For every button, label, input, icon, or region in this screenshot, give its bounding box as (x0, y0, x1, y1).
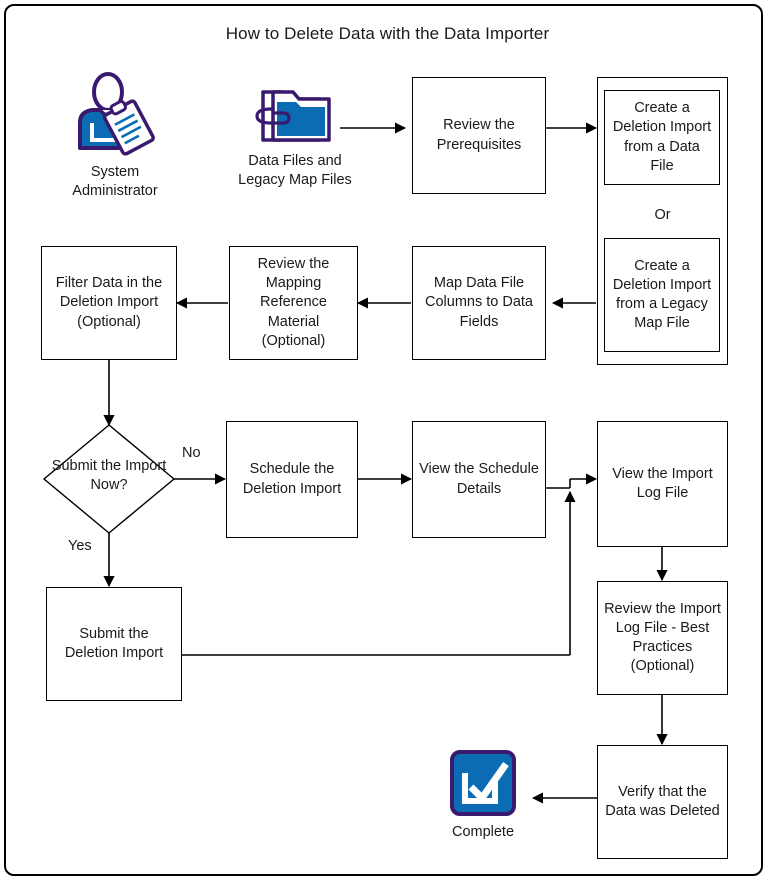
node-submit-deletion-import[interactable]: Submit the Deletion Import (46, 587, 182, 701)
system-administrator-icon (70, 70, 160, 160)
page-title: How to Delete Data with the Data Importe… (225, 24, 550, 43)
complete-label: Complete (451, 824, 515, 840)
complete-checkbox-icon (449, 749, 517, 817)
node-verify-data-deleted[interactable]: Verify that the Data was Deleted (597, 745, 728, 859)
data-files-label: Data Files and Legacy Map Files (220, 152, 370, 190)
node-review-mapping-reference[interactable]: Review the Mapping Reference Material (O… (229, 246, 358, 360)
edge-label-yes: Yes (68, 538, 92, 554)
system-administrator-label-line1: System (90, 164, 140, 180)
node-filter-data-deletion-import[interactable]: Filter Data in the Deletion Import (Opti… (41, 246, 177, 360)
node-create-deletion-import-data-file[interactable]: Create a Deletion Import from a Data Fil… (604, 90, 720, 185)
edge-label-no: No (182, 445, 201, 461)
system-administrator-label-line2: Administrator (72, 183, 158, 200)
node-review-import-log-best-practices[interactable]: Review the Import Log File - Best Practi… (597, 581, 728, 695)
system-administrator-label: System Administrator (40, 163, 190, 201)
data-files-folder-icon (249, 82, 341, 150)
node-view-import-log-file[interactable]: View the Import Log File (597, 421, 728, 547)
or-separator-label: Or (654, 207, 671, 223)
data-files-label-line1: Data Files and (248, 153, 342, 169)
node-view-schedule-details[interactable]: View the Schedule Details (412, 421, 546, 538)
node-schedule-deletion-import[interactable]: Schedule the Deletion Import (226, 421, 358, 538)
data-files-label-line2: Legacy Map Files (238, 172, 352, 189)
node-review-prerequisites[interactable]: Review the Prerequisites (412, 77, 546, 194)
diagram-border (4, 4, 763, 876)
node-create-deletion-import-legacy-map-file[interactable]: Create a Deletion Import from a Legacy M… (604, 238, 720, 352)
node-map-data-file-columns[interactable]: Map Data File Columns to Data Fields (412, 246, 546, 360)
